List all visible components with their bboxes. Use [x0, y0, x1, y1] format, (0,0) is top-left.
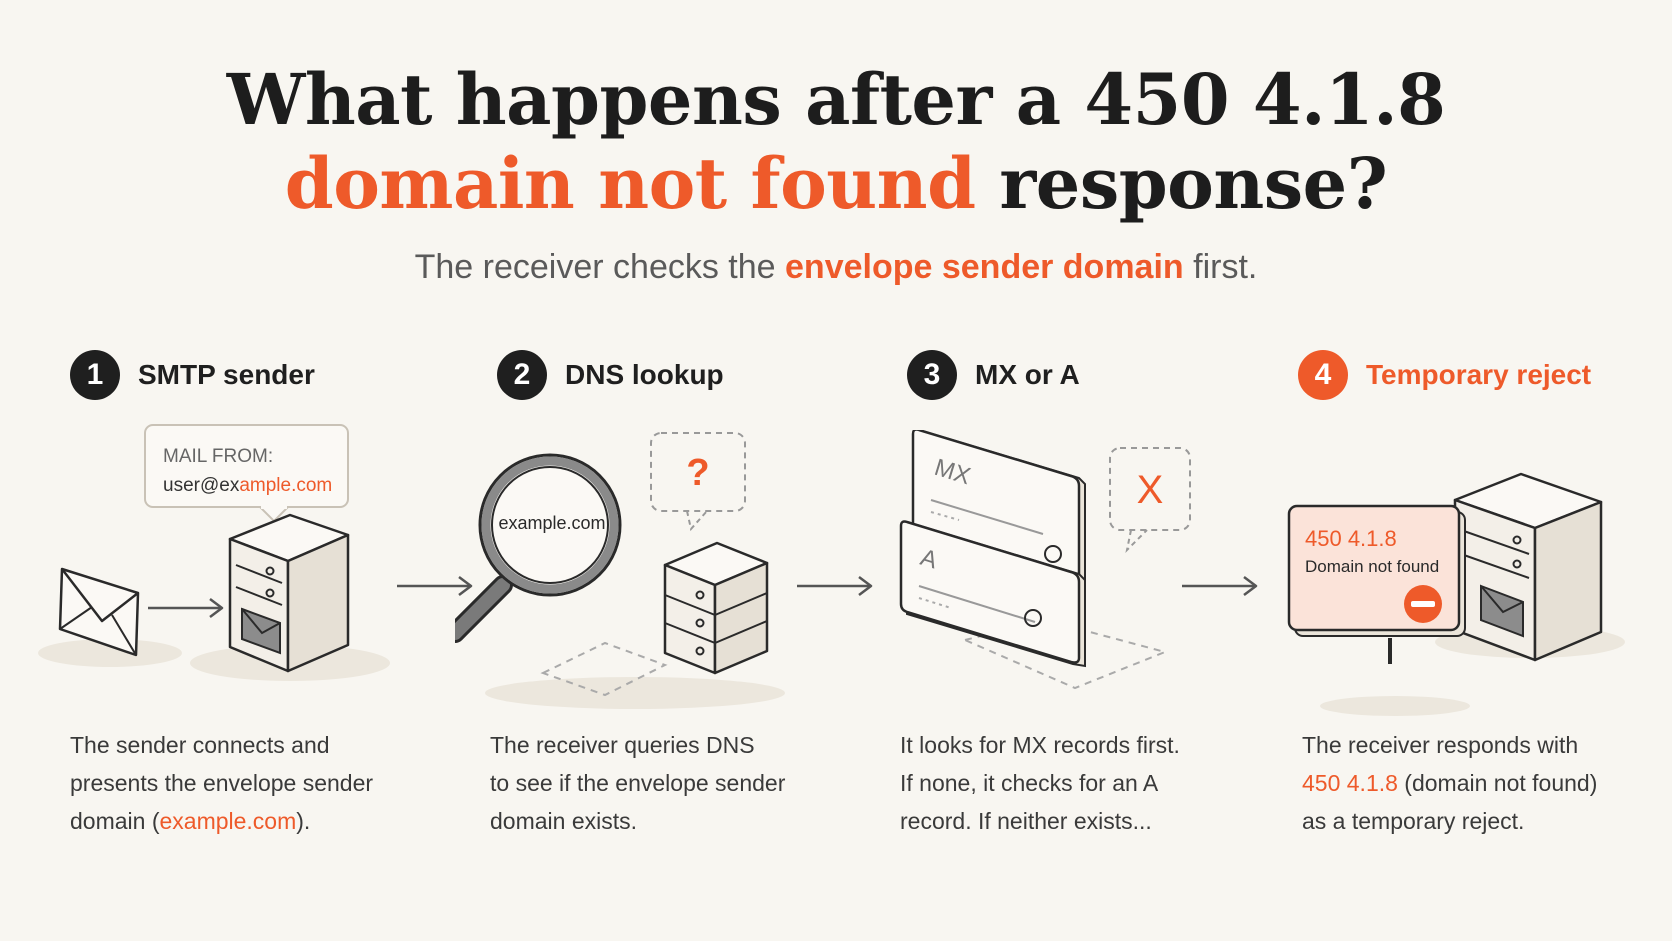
step-4-desc-line-2-after: (domain not found)	[1397, 770, 1598, 796]
step-4-description: The receiver responds with 450 4.1.8 (do…	[1302, 726, 1597, 840]
step-4-desc-line-1: The receiver responds with	[1302, 732, 1579, 758]
arrow-right-icon	[797, 576, 873, 596]
step-1-desc-line-1: The sender connects and	[70, 732, 330, 758]
title-rest: response?	[975, 142, 1388, 225]
subtitle-before: The receiver checks the	[414, 248, 786, 286]
callout-addr-accent: ample.com	[239, 475, 332, 496]
step-1-desc-line-3-after: ).	[296, 808, 311, 834]
step-3-badge: 3	[907, 350, 957, 400]
step-3-description: It looks for MX records first. If none, …	[900, 726, 1180, 840]
server-icon	[228, 513, 350, 673]
minus-icon	[1404, 585, 1442, 623]
step-4-illustration: 450 4.1.8 Domain not found	[1287, 472, 1625, 716]
step-1-desc-line-3-before: domain (	[70, 808, 160, 834]
callout-addr-plain: user@ex	[163, 475, 240, 496]
step-1-desc-line-2: presents the envelope sender	[70, 770, 374, 796]
magnifier-icon: example.com	[455, 453, 622, 643]
x-bubble-icon: X	[1109, 447, 1191, 554]
question-mark: ?	[686, 452, 709, 494]
step-2-desc-line-3: domain exists.	[490, 808, 638, 834]
step-3-desc-line-2: If none, it checks for an A	[900, 770, 1159, 796]
a-record-card-icon: A	[899, 520, 1086, 668]
title-line-2: domain not found response?	[0, 142, 1672, 226]
title-accent: domain not found	[284, 142, 976, 225]
svg-text:user@example.com: user@example.com	[163, 475, 332, 496]
step-1-badge: 1	[70, 350, 120, 400]
subtitle-accent: envelope sender domain	[785, 248, 1184, 286]
step-3-illustration: X MX A	[899, 430, 1191, 690]
mail-from-callout: MAIL FROM: user@example.com	[144, 424, 349, 523]
a-label: A	[917, 544, 940, 575]
callout-label: MAIL FROM:	[163, 446, 273, 467]
subtitle: The receiver checks the envelope sender …	[0, 248, 1672, 287]
step-3-desc-line-3: record. If neither exists...	[900, 808, 1152, 834]
step-1-desc-line-3-accent: example.com	[159, 808, 297, 834]
step-3-title: MX or A	[975, 359, 1080, 390]
step-2-illustration: ? example.com	[455, 432, 785, 709]
step-1-title: SMTP sender	[138, 359, 315, 390]
sign-code: 450 4.1.8	[1305, 526, 1397, 551]
arrow-right-icon	[148, 598, 224, 618]
step-4-desc-line-2-accent: 450 4.1.8	[1302, 770, 1398, 796]
step-4-desc-line-3: as a temporary reject.	[1302, 808, 1525, 834]
subtitle-after: first.	[1183, 248, 1258, 286]
step-1-description: The sender connects and presents the env…	[70, 726, 373, 840]
envelope-icon	[58, 567, 140, 657]
arrow-right-icon	[397, 576, 473, 596]
step-3-desc-line-1: It looks for MX records first.	[900, 732, 1180, 758]
page-title: What happens after a 450 4.1.8 domain no…	[0, 58, 1672, 226]
step-2-title: DNS lookup	[565, 359, 724, 390]
step-2-description: The receiver queries DNS to see if the e…	[490, 726, 785, 840]
step-4-header: 4 Temporary reject	[1298, 349, 1591, 401]
reject-sign-icon: 450 4.1.8 Domain not found	[1287, 504, 1466, 664]
step-3-header: 3 MX or A	[907, 349, 1080, 401]
step-2-header: 2 DNS lookup	[497, 349, 724, 401]
title-line-1: What happens after a 450 4.1.8	[226, 58, 1446, 141]
step-1-illustration: MAIL FROM: user@example.com	[38, 424, 390, 681]
magnifier-text: example.com	[498, 513, 605, 533]
arrow-right-icon	[1182, 576, 1258, 596]
sign-text: Domain not found	[1305, 557, 1439, 576]
step-2-desc-line-2: to see if the envelope sender	[490, 770, 786, 796]
step-2-desc-line-1: The receiver queries DNS	[490, 732, 755, 758]
step-1-desc-line-3: domain (example.com).	[70, 802, 373, 840]
dns-server-icon	[663, 541, 769, 675]
server-icon	[1453, 472, 1603, 662]
question-bubble-icon: ?	[650, 432, 746, 532]
step-4-desc-line-2: 450 4.1.8 (domain not found)	[1302, 764, 1597, 802]
step-4-badge: 4	[1298, 350, 1348, 400]
step-4-title: Temporary reject	[1366, 359, 1592, 390]
x-mark: X	[1137, 468, 1164, 512]
step-2-badge: 2	[497, 350, 547, 400]
step-1-header: 1 SMTP sender	[70, 349, 315, 401]
